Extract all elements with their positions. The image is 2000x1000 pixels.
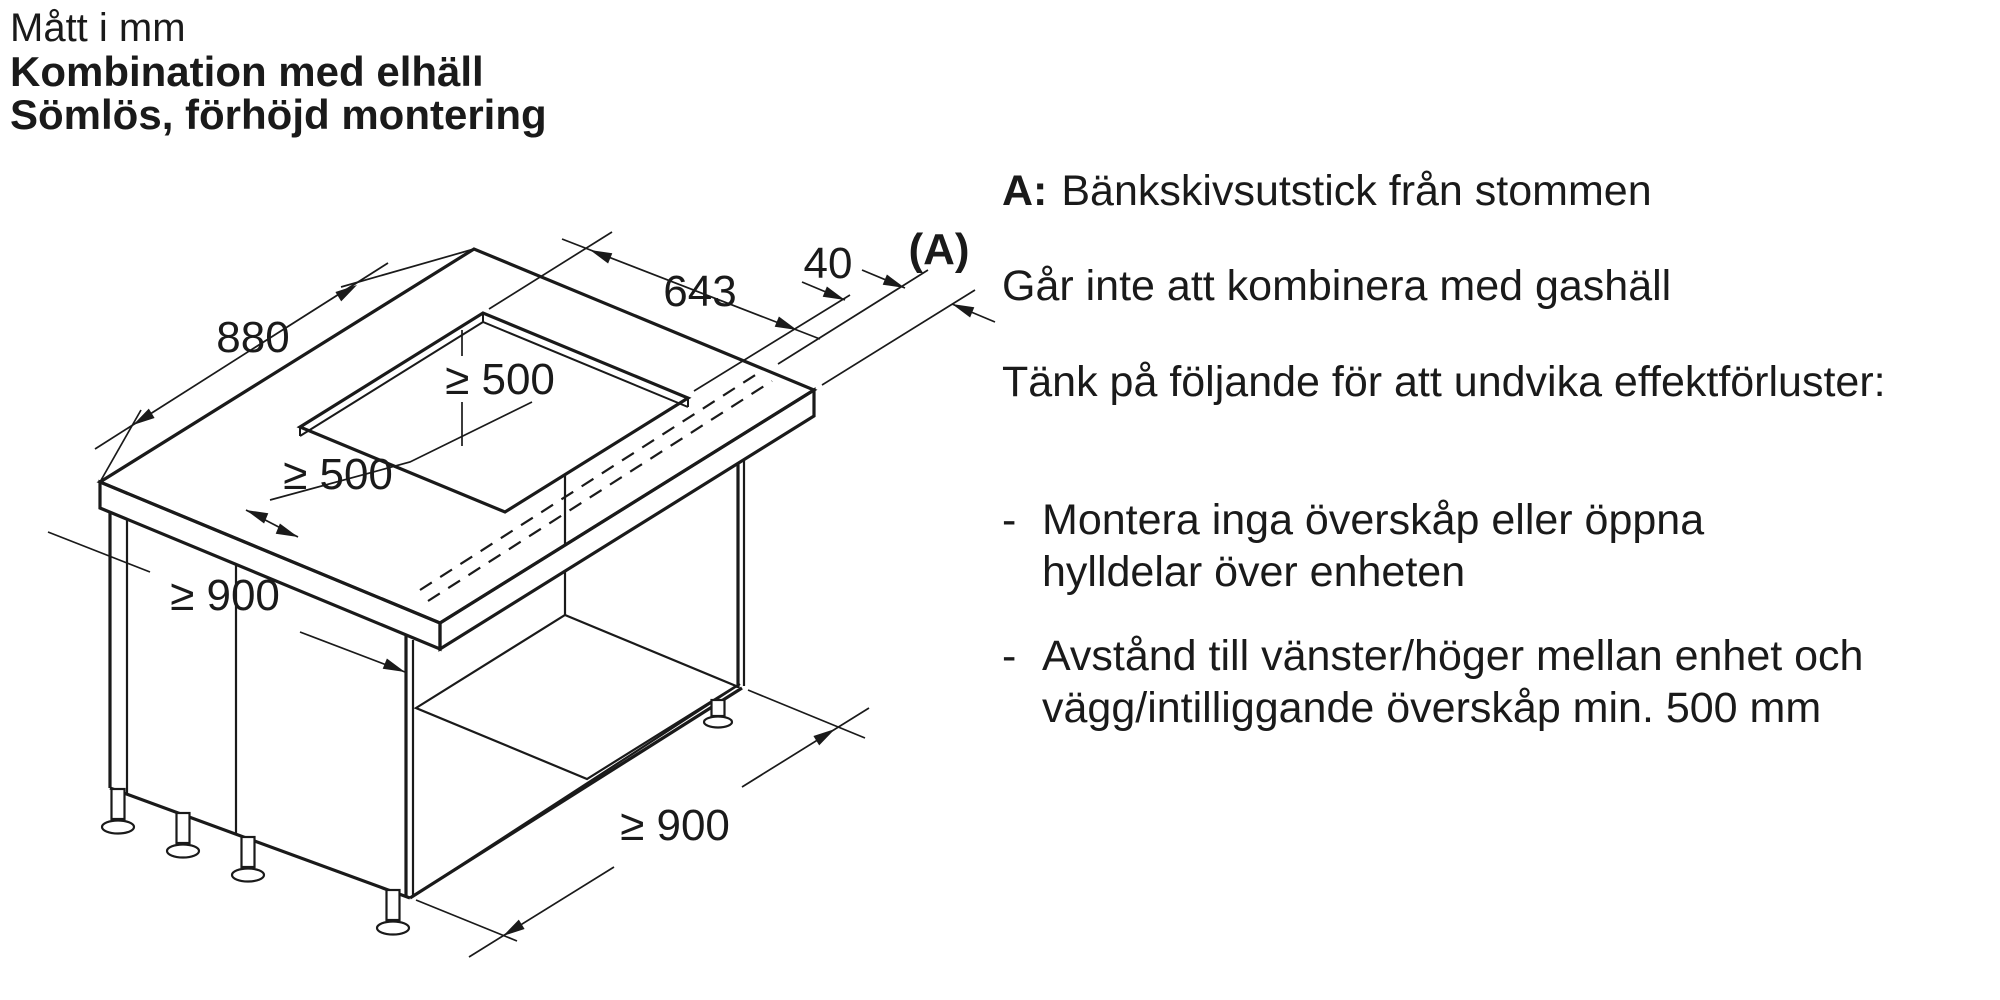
arrowhead <box>774 316 797 330</box>
leg-foot <box>100 819 136 835</box>
dimension-643 <box>488 231 851 392</box>
title-block: Mått i mm Kombination med elhäll Sömlös,… <box>10 6 547 139</box>
witness-line <box>340 248 475 288</box>
arrowhead <box>813 729 835 746</box>
bullet-line: Avstånd till vänster/höger mellan enhet … <box>1042 632 1864 680</box>
dimension-900-front <box>47 531 406 673</box>
dimension-900-bottom <box>415 689 870 958</box>
bullet-marker: - <box>1002 632 1017 680</box>
worktop <box>96 247 818 652</box>
leg-foot <box>375 920 411 936</box>
leg-stem <box>240 835 256 869</box>
label-880: 880 <box>216 313 289 362</box>
bullet-text: Montera inga överskåp eller öppna hyllde… <box>1042 494 1704 598</box>
label-overhang-A: (A) <box>908 225 969 274</box>
hidden-carcass-edge-dashed <box>419 371 761 591</box>
note-overhang-text: Bänkskivsutstick från stommen <box>1061 167 1652 215</box>
leg-foot <box>702 715 734 729</box>
worktop-front-face <box>98 479 442 652</box>
dimension-40 <box>801 281 846 301</box>
witness-line <box>777 269 929 365</box>
cabinet-interior-floor <box>413 613 739 781</box>
units-note: Mått i mm <box>10 6 186 50</box>
leg-stem <box>110 787 126 821</box>
bullet-marker: - <box>1002 496 1017 544</box>
witness-line <box>747 689 866 739</box>
arrowhead <box>590 250 613 264</box>
dimension-880 <box>94 248 475 483</box>
leader-line <box>269 401 533 501</box>
note-no-gas: Går inte att kombinera med gashäll <box>1002 262 1672 310</box>
witness-line <box>99 409 142 483</box>
page-subtitle: Sömlös, förhöjd montering <box>10 91 547 139</box>
cabinet-legs <box>100 698 734 936</box>
bullet-no-wall-units: - Montera inga överskåp eller öppna hyll… <box>1002 494 1704 598</box>
leg-stem <box>710 698 726 718</box>
label-40: 40 <box>804 239 853 288</box>
bullet-line: Montera inga överskåp eller öppna <box>1042 496 1705 544</box>
note-overhang-key: A: <box>1002 167 1048 215</box>
label-643: 643 <box>663 267 736 316</box>
label-500-back: ≥ 500 <box>445 355 555 404</box>
witness-line <box>821 289 976 386</box>
cabinet-right-bottom-edge-inner <box>417 683 741 894</box>
witness-line <box>693 294 851 392</box>
hob-cutout-corner-ticks <box>299 313 689 436</box>
hidden-carcass-edge-dashed-2 <box>427 380 773 602</box>
note-overhang: A: Bänkskivsutstick från stommen <box>1002 165 1652 217</box>
arrowhead <box>952 304 975 318</box>
bullet-line: hylldelar över enheten <box>1042 548 1466 596</box>
dimension-overhang-A <box>777 269 996 386</box>
bullet-line: vägg/intilliggande överskåp min. 500 mm <box>1042 684 1822 732</box>
dimension-500-back <box>269 330 533 501</box>
arrowhead <box>382 658 405 672</box>
witness-line <box>415 899 518 942</box>
arrowhead <box>246 510 269 524</box>
leader-line <box>47 531 151 573</box>
label-900-front: ≥ 900 <box>170 571 280 620</box>
arrowhead <box>882 274 905 288</box>
leg-stem <box>385 888 401 922</box>
worktop-right-face <box>438 387 816 652</box>
label-500-left: ≥ 500 <box>283 450 393 499</box>
note-tips-heading: Tänk på följande för att undvika effektf… <box>1002 358 1886 406</box>
arrowhead <box>335 285 357 302</box>
cabinet-front-bottom-edge <box>109 786 411 900</box>
page-title: Kombination med elhäll <box>10 47 484 95</box>
leg-foot <box>165 843 201 859</box>
arrowhead <box>822 286 845 300</box>
leg-foot <box>230 867 266 883</box>
arrowhead <box>133 408 155 425</box>
leg-stem <box>175 811 191 845</box>
witness-line <box>488 231 613 310</box>
arrowhead <box>275 523 298 537</box>
dimension-500-left <box>245 509 299 538</box>
bullet-side-clearance: - Avstånd till vänster/höger mellan enhe… <box>1002 630 1863 734</box>
bullet-text: Avstånd till vänster/höger mellan enhet … <box>1042 630 1863 734</box>
label-900-bottom: ≥ 900 <box>620 801 730 850</box>
arrowhead <box>503 919 525 936</box>
dimension-line <box>741 707 870 788</box>
dimension-line <box>468 866 615 958</box>
cabinet <box>108 460 746 900</box>
